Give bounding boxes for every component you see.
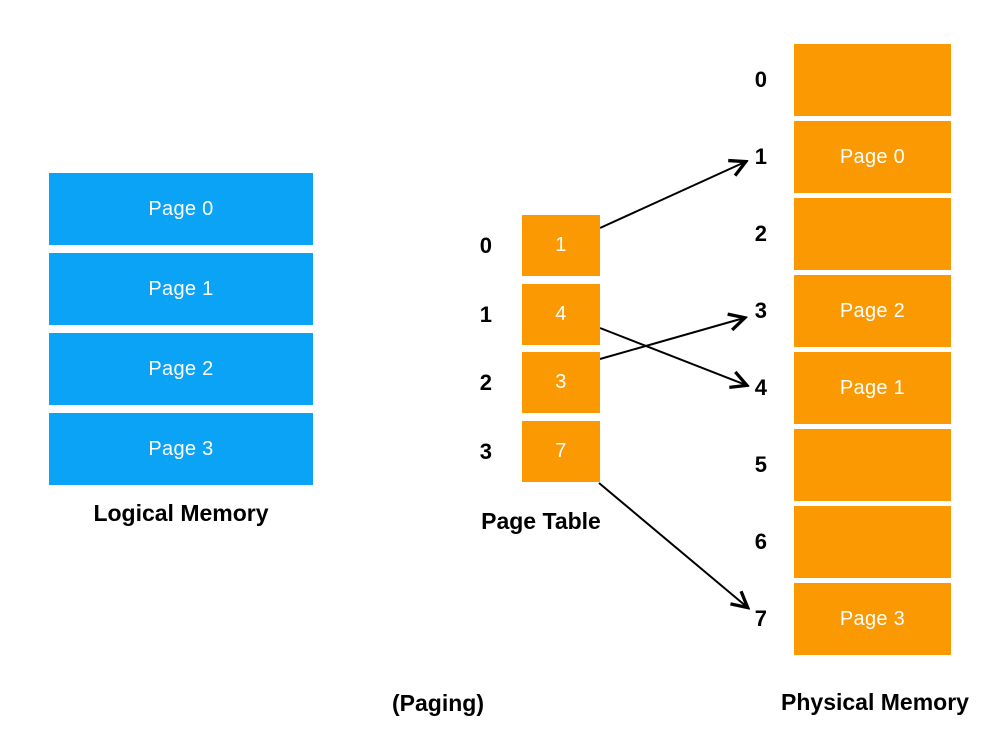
physical-frame-index: 6 <box>754 529 767 554</box>
logical-memory-label: Logical Memory <box>93 500 269 526</box>
logical-page-block: Page 1 <box>49 253 313 325</box>
physical-frame: Page 3 <box>794 583 951 655</box>
page-table-entry: 7 <box>522 421 600 482</box>
logical-page-block: Page 2 <box>49 333 313 405</box>
page-table-index: 1 <box>479 301 492 327</box>
logical-page-block: Page 3 <box>49 413 313 485</box>
physical-memory-label: Physical Memory <box>781 689 969 715</box>
page-table-entry: 4 <box>522 284 600 345</box>
physical-frame <box>794 198 951 270</box>
page-table-label: Page Table <box>481 508 601 534</box>
physical-frame: Page 2 <box>794 275 951 347</box>
page-table-entry: 3 <box>522 352 600 413</box>
physical-frame <box>794 44 951 116</box>
physical-frame-index: 0 <box>754 67 767 92</box>
page-table-entry: 1 <box>522 215 600 276</box>
physical-frame-index: 7 <box>754 606 767 631</box>
physical-frame-index: 1 <box>754 144 767 169</box>
logical-page-block: Page 0 <box>49 173 313 245</box>
physical-frame: Page 0 <box>794 121 951 193</box>
paging-caption: (Paging) <box>392 690 484 716</box>
physical-frame-index: 4 <box>754 375 767 400</box>
physical-frame: Page 1 <box>794 352 951 424</box>
physical-frame-index: 5 <box>754 452 767 477</box>
physical-frame <box>794 429 951 501</box>
page-table-index: 2 <box>479 369 492 395</box>
physical-frame-index: 3 <box>754 298 767 323</box>
page-table-index: 0 <box>479 232 492 258</box>
physical-frame-index: 2 <box>754 221 767 246</box>
page-table-index: 3 <box>479 438 492 464</box>
physical-frame <box>794 506 951 578</box>
